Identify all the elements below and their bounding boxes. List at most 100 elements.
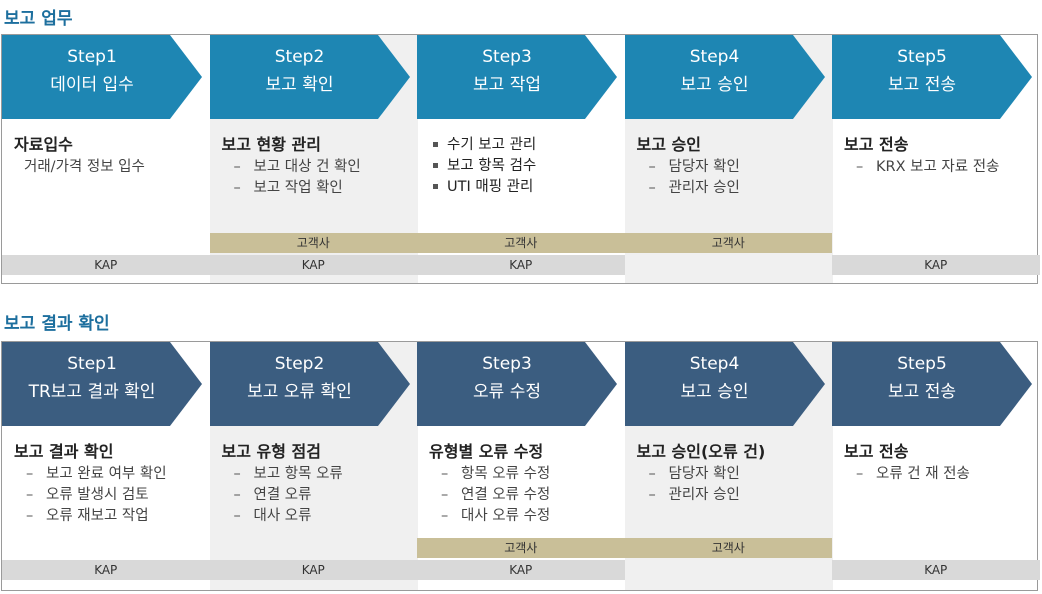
step-name: 보고 승인 (680, 382, 749, 402)
step-heading: 보고 현황 관리 (221, 135, 321, 154)
step-item: 오류 발생시 검토 (26, 485, 167, 506)
step-arrow-shape (417, 35, 617, 119)
step-item-list: 보고 완료 여부 확인오류 발생시 검토오류 재보고 작업 (26, 464, 167, 527)
step-arrow-shape (624, 342, 825, 426)
step-arrow: Step4 보고 승인 (624, 35, 835, 119)
step-item-list: KRX 보고 자료 전송 (856, 157, 999, 178)
kap-band: KAP (417, 560, 625, 580)
step-arrow: Step3 오류 수정 (417, 342, 627, 426)
kap-band: KAP (2, 255, 210, 275)
step-heading: 자료입수 (14, 135, 73, 154)
step-number: Step2 (274, 47, 325, 67)
step-heading: 보고 승인 (636, 135, 701, 154)
step-number: Step4 (689, 354, 740, 374)
client-band: 고객사 (209, 233, 417, 253)
step-arrow: Step2 보고 확인 (209, 35, 420, 119)
kap-band: KAP (832, 255, 1040, 275)
section-title-report-work: 보고 업무 (4, 9, 73, 29)
step-arrow-shape (209, 342, 410, 426)
step-item-list: 담당자 확인관리자 승인 (649, 464, 740, 506)
step-arrow-shape (417, 342, 617, 426)
step-item: 항목 오류 수정 (441, 464, 550, 485)
step-item-list: 오류 건 재 전송 (856, 464, 970, 485)
step-item: 거래/가격 정보 입수 (24, 159, 145, 175)
step-heading: 보고 유형 점검 (221, 442, 321, 461)
step-heading: 보고 승인(오류 건) (636, 442, 766, 461)
step-item: 대사 오류 수정 (441, 506, 550, 527)
step-item: 보고 항목 오류 (234, 464, 343, 485)
step-name: 보고 작업 (473, 75, 541, 95)
step-heading: 보고 전송 (844, 135, 909, 154)
step-name: 보고 전송 (888, 382, 956, 402)
step-name: 보고 전송 (888, 75, 956, 95)
kap-band: KAP (832, 560, 1040, 580)
step-item-list: 거래/가격 정보 입수 (24, 157, 145, 178)
step-item: 담당자 확인 (649, 464, 740, 485)
step-item: 담당자 확인 (649, 157, 740, 178)
step-number: Step5 (897, 354, 947, 374)
step-arrow-shape (2, 342, 202, 426)
step-name: 데이터 입수 (50, 75, 134, 95)
step-item: 오류 재보고 작업 (26, 506, 167, 527)
step-arrow: Step5 보고 전송 (832, 342, 1042, 426)
step-item: 대사 오류 (234, 506, 343, 527)
step-item: 보고 항목 검수 (431, 156, 536, 177)
section-title-report-result: 보고 결과 확인 (4, 314, 110, 334)
step-number: Step5 (897, 47, 947, 67)
client-band: 고객사 (624, 233, 832, 253)
step-number: Step2 (274, 354, 325, 374)
step-item: 연결 오류 수정 (441, 485, 550, 506)
step-heading: 보고 전송 (844, 442, 909, 461)
step-arrow: Step2 보고 오류 확인 (209, 342, 420, 426)
step-item: 보고 완료 여부 확인 (26, 464, 167, 485)
client-band: 고객사 (417, 538, 625, 558)
step-heading: 유형별 오류 수정 (429, 442, 544, 461)
step-item-list: 보고 항목 오류연결 오류대사 오류 (234, 464, 343, 527)
kap-band: KAP (209, 255, 417, 275)
step-arrow-shape (624, 35, 825, 119)
step-arrow-shape (209, 35, 410, 119)
kap-band: KAP (2, 560, 210, 580)
step-item: 관리자 승인 (649, 178, 740, 199)
step-item: 관리자 승인 (649, 485, 740, 506)
step-number: Step3 (482, 354, 532, 374)
step-item: 보고 작업 확인 (234, 178, 361, 199)
step-arrow-shape (832, 35, 1032, 119)
step-arrow: Step5 보고 전송 (832, 35, 1042, 119)
step-arrow: Step4 보고 승인 (624, 342, 835, 426)
step-name: 보고 확인 (265, 75, 334, 95)
client-band: 고객사 (417, 233, 625, 253)
step-number: Step4 (689, 47, 740, 67)
client-band: 고객사 (624, 538, 832, 558)
step-item: KRX 보고 자료 전송 (856, 157, 999, 178)
step-name: 오류 수정 (473, 382, 541, 402)
step-name: 보고 승인 (680, 75, 749, 95)
step-item: 오류 건 재 전송 (856, 464, 970, 485)
step-item: UTI 매핑 관리 (431, 177, 536, 198)
step-item-list: 항목 오류 수정연결 오류 수정대사 오류 수정 (441, 464, 550, 527)
step-heading: 보고 결과 확인 (14, 442, 114, 461)
step-item: 연결 오류 (234, 485, 343, 506)
step-item: 보고 대상 건 확인 (234, 157, 361, 178)
step-item-list: 담당자 확인관리자 승인 (649, 157, 740, 199)
step-number: Step3 (482, 47, 532, 67)
kap-band: KAP (209, 560, 417, 580)
step-name: TR보고 결과 확인 (28, 382, 156, 402)
step-arrow-shape (832, 342, 1032, 426)
kap-band: KAP (417, 255, 625, 275)
step-name: 보고 오류 확인 (247, 382, 352, 402)
step-item: 수기 보고 관리 (431, 135, 536, 156)
